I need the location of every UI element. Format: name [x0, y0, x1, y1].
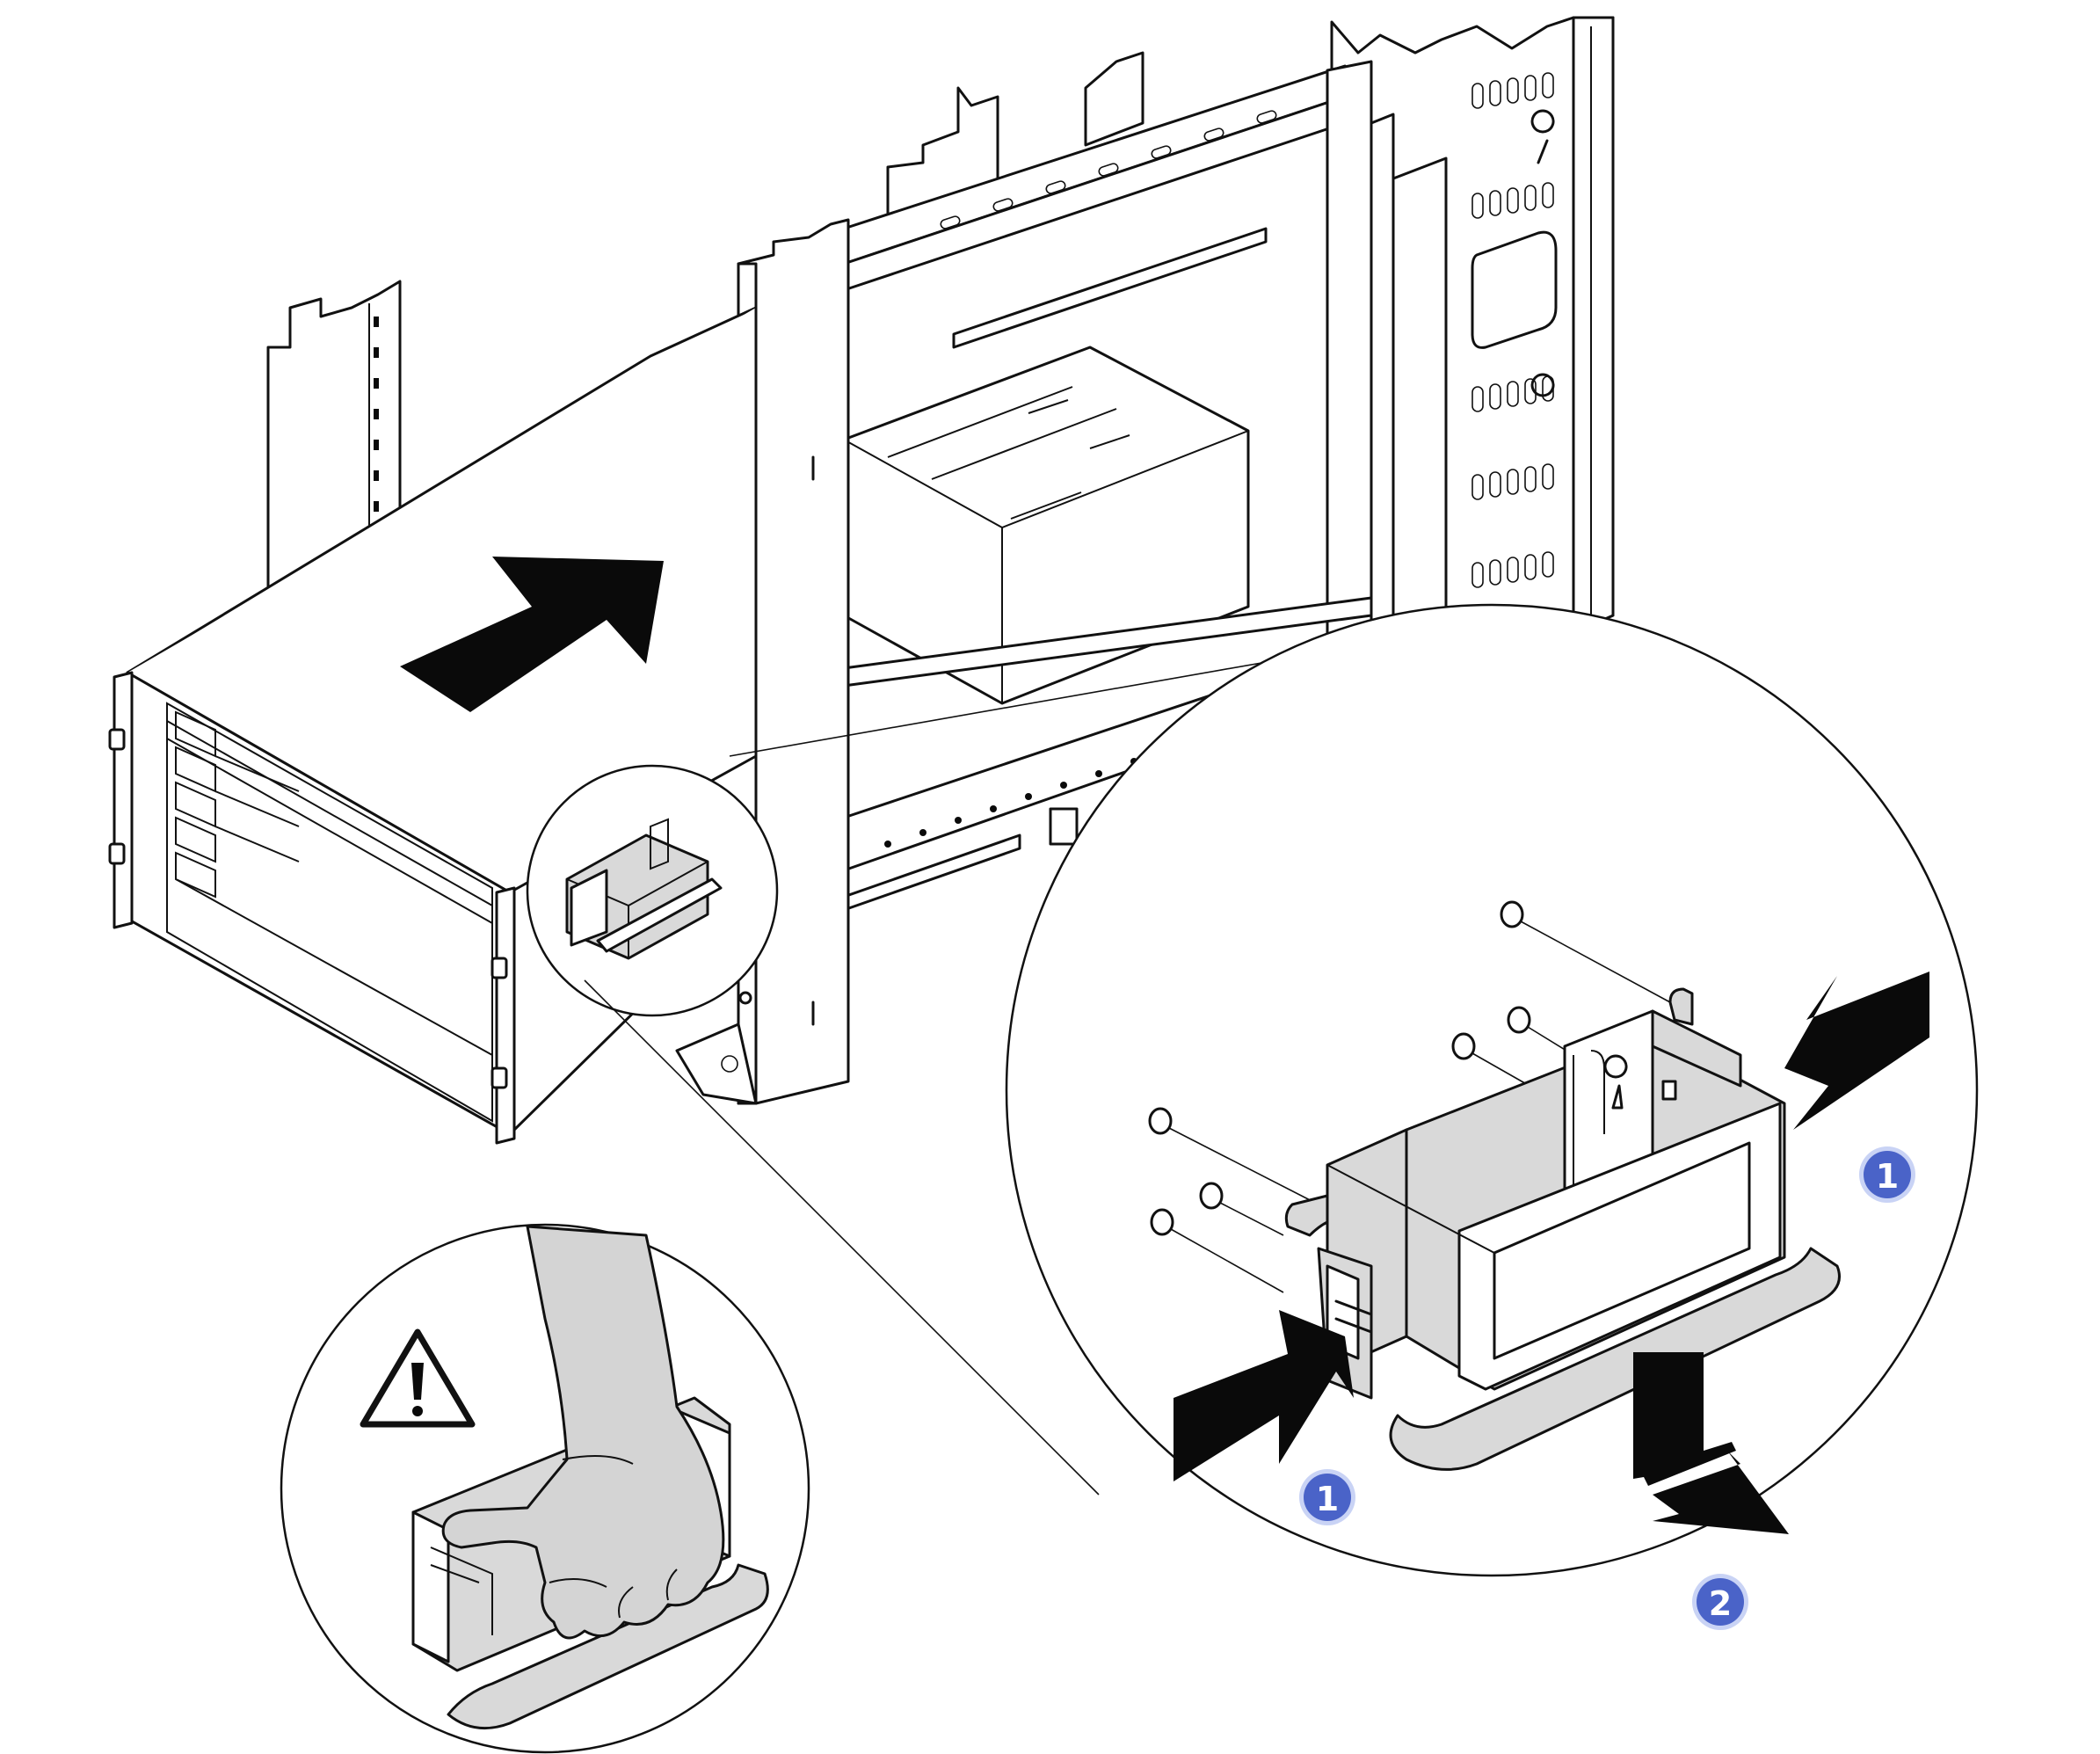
callout-1-right: 1 [1859, 1146, 1915, 1203]
small-detail-circle [526, 764, 779, 1017]
screws [1148, 900, 1671, 1293]
callout-1-left-label: 1 [1316, 1480, 1339, 1518]
large-detail-circle [1005, 603, 1979, 1577]
callout-2-label: 2 [1709, 1584, 1732, 1623]
callout-2: 2 [1692, 1574, 1748, 1630]
warning-triangle-icon [360, 1328, 476, 1428]
zoom-leader-lines [584, 650, 1333, 1496]
callout-1-right-label: 1 [1876, 1157, 1899, 1196]
pull-arrow-icon [1633, 1352, 1789, 1534]
callout-1-left: 1 [1299, 1469, 1355, 1525]
rail-bracket [1284, 987, 1841, 1471]
caution-detail-circle [280, 1223, 810, 1754]
hand-icon [441, 1225, 725, 1640]
server-chassis [108, 306, 758, 1145]
push-arrow-icon [400, 557, 664, 712]
push-arrow-icon [1174, 972, 1929, 1481]
